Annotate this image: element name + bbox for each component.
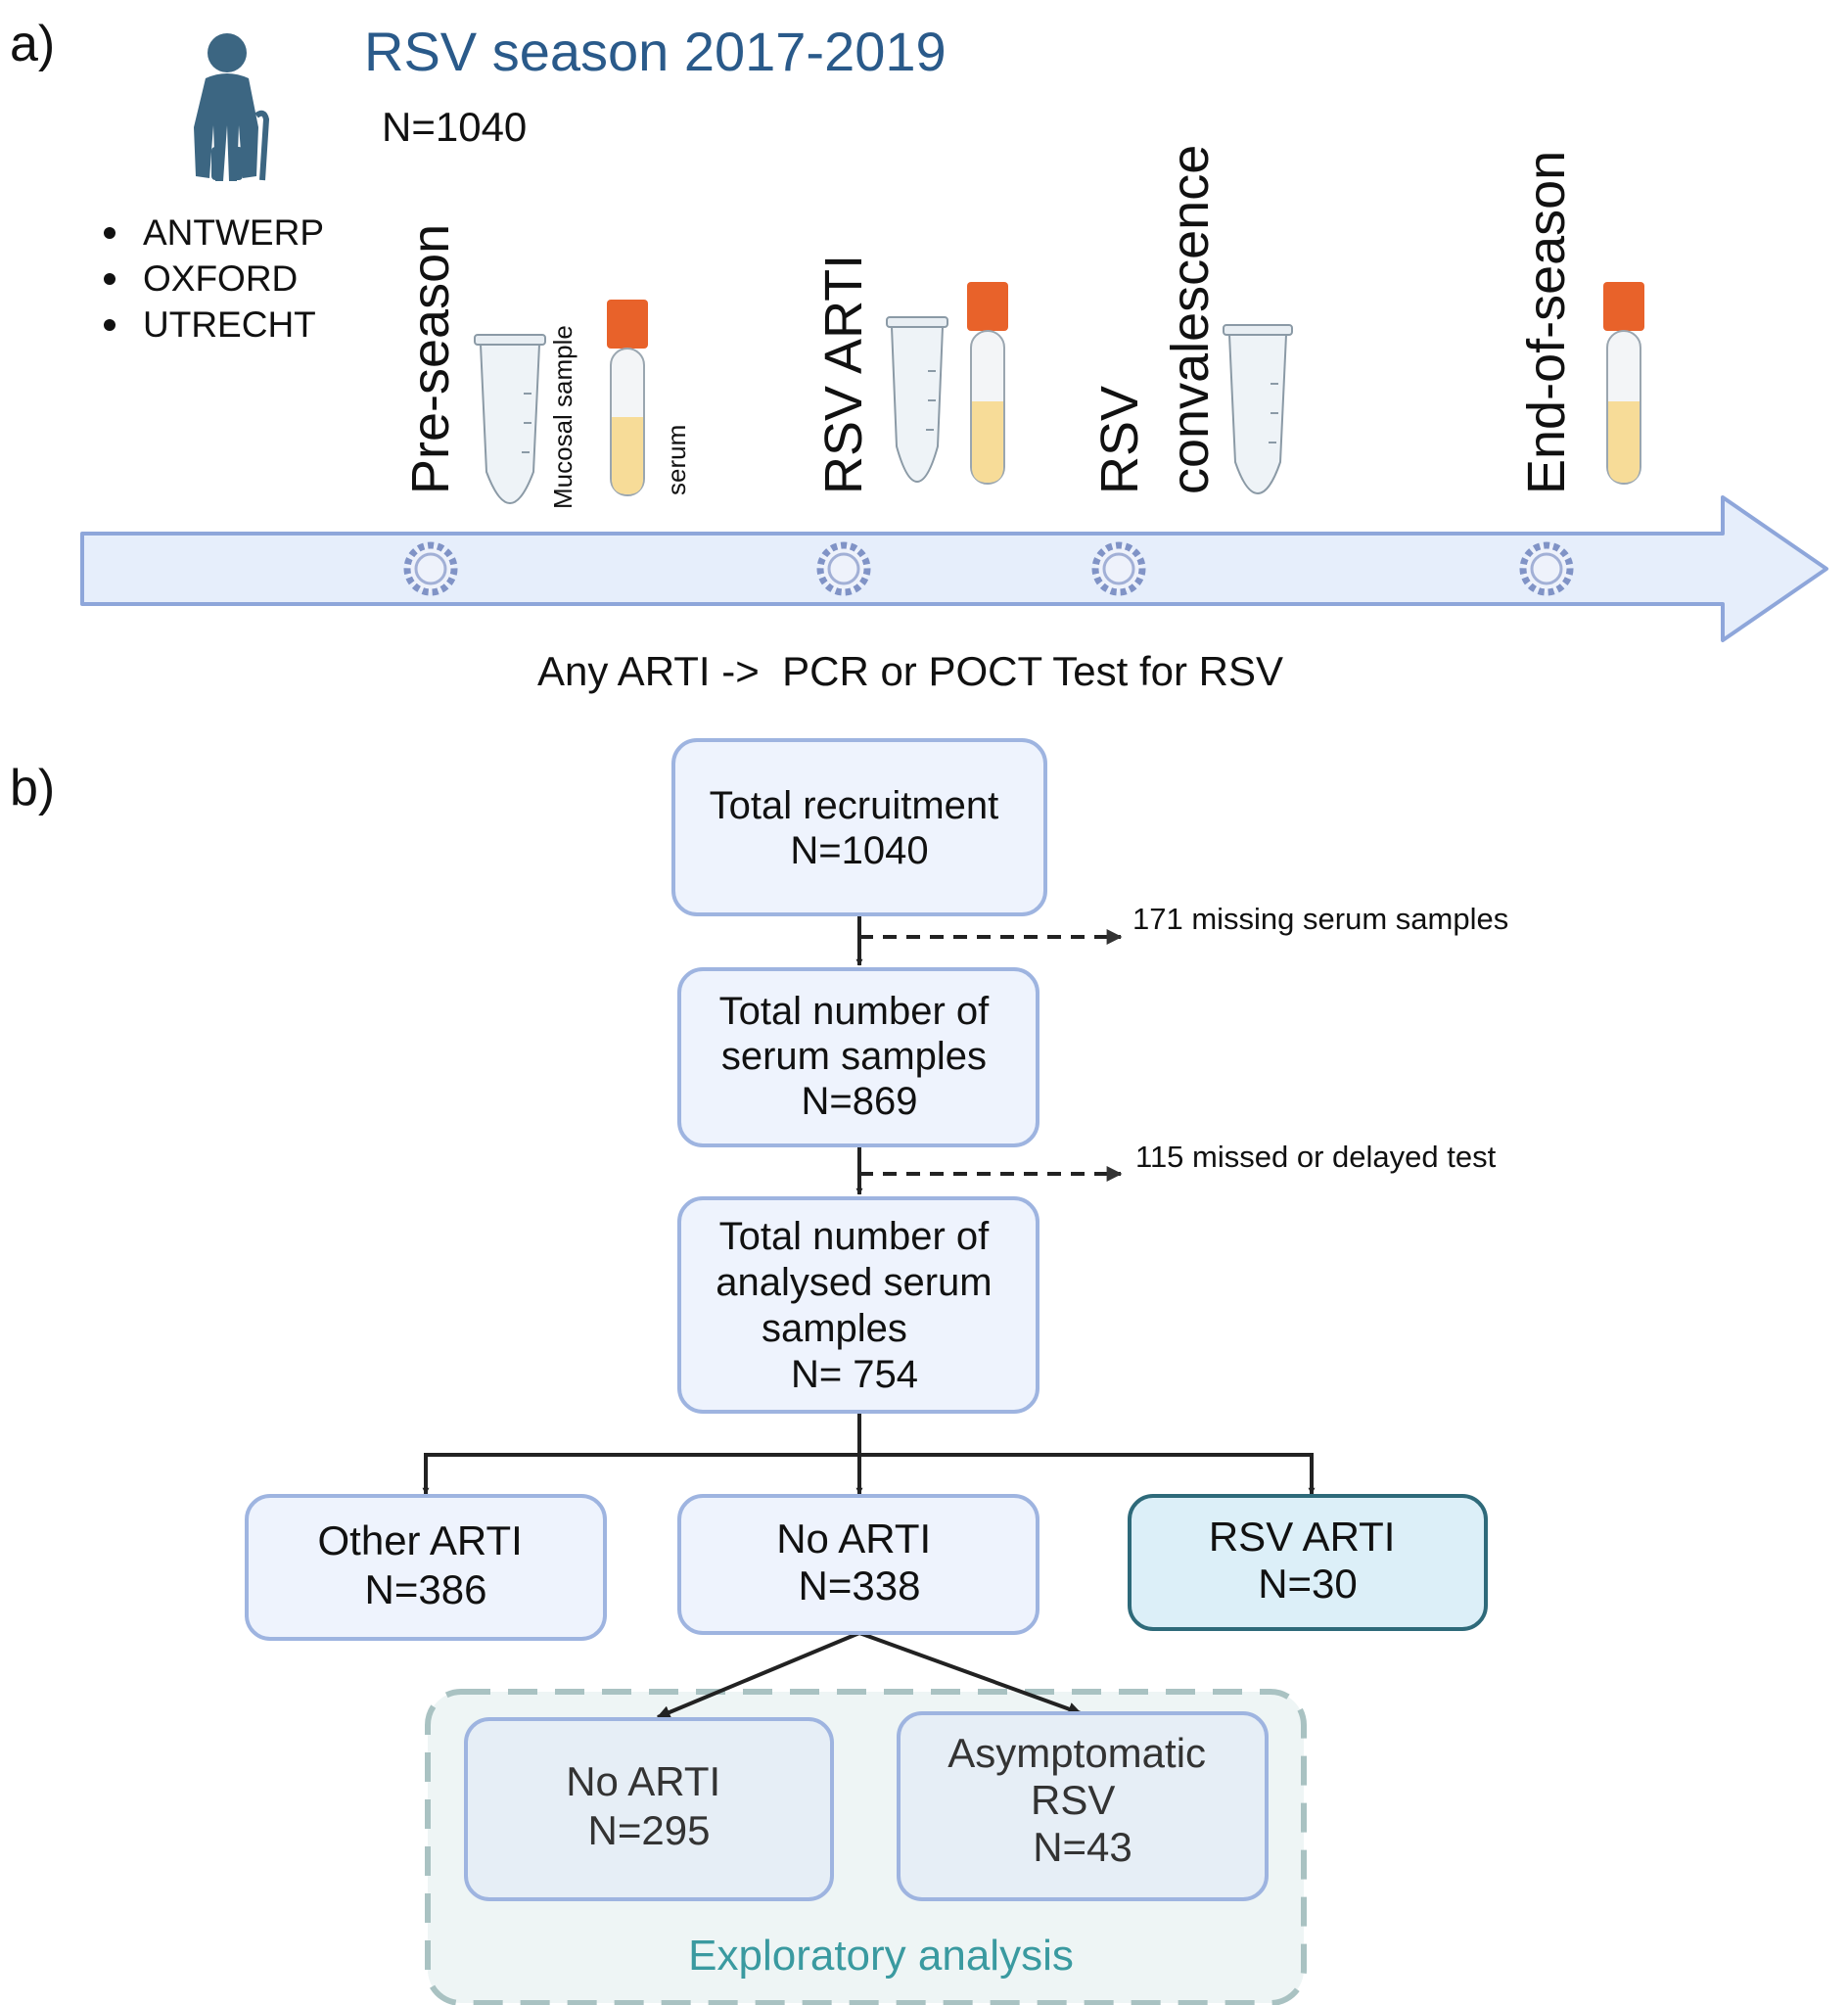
stage-convalescence: convalescence <box>1161 145 1220 494</box>
box-serum-samples: Total number of serum samples N=869 <box>677 967 1040 1147</box>
timeline-arrow <box>80 495 1828 642</box>
svg-text:Other ARTI N=386: Other ARTI N=386 <box>318 1517 534 1612</box>
box-line: No ARTI <box>776 1515 931 1562</box>
timeline-caption: Any ARTI -> PCR or POCT Test for RSV <box>537 648 1283 694</box>
box-line: No ARTI <box>566 1758 720 1804</box>
serum-tube-icon <box>1603 282 1644 485</box>
panel-a-label: a) <box>10 16 55 72</box>
virus-icon <box>1519 541 1574 596</box>
box-line: N=338 <box>799 1562 921 1609</box>
box-line: N= 754 <box>791 1353 918 1396</box>
box-total-recruitment: Total recruitment N=1040 <box>671 738 1047 916</box>
serum-tube-icon <box>967 282 1008 485</box>
season-title: RSV season 2017-2019 <box>364 21 947 82</box>
box-analysed-samples: Total number of analysed serum samples N… <box>677 1196 1040 1414</box>
site-item: ANTWERP <box>143 212 324 253</box>
box-line: Asymptomatic <box>947 1730 1206 1776</box>
mucosal-tube-icon <box>474 334 546 505</box>
box-line: Total number of <box>719 1215 991 1258</box>
serum-label: serum <box>662 425 691 495</box>
mucosal-tube-icon <box>1223 324 1293 495</box>
box-line: Other ARTI <box>318 1517 523 1563</box>
svg-text:Total number of analysed: Total number of analysed serum samples N… <box>716 1215 1003 1396</box>
box-line: RSV ARTI <box>1209 1514 1396 1560</box>
virus-icon <box>816 541 871 596</box>
box-line: analysed serum <box>716 1261 992 1304</box>
box-other-arti: Other ARTI N=386 <box>245 1494 607 1641</box>
mucosal-tube-icon <box>886 316 948 484</box>
box-line: Total recruitment <box>710 784 999 827</box>
svg-text:Total number of serum sa: Total number of serum samples N=869 <box>719 990 1000 1123</box>
stage-rsv-arti: RSV ARTI <box>814 255 873 494</box>
box-no-arti: No ARTI N=338 <box>677 1494 1040 1635</box>
stage-pre-season: Pre-season <box>401 224 460 494</box>
virus-icon <box>1091 541 1146 596</box>
svg-text:Asymptomatic RSV N: Asymptomatic RSV N=43 <box>947 1730 1217 1870</box>
exploratory-label: Exploratory analysis <box>688 1932 1074 1980</box>
box-line: N=43 <box>1033 1824 1132 1870</box>
svg-text:RSV ARTI N=30: RSV ARTI N=30 <box>1209 1514 1407 1607</box>
box-line: N=1040 <box>790 829 928 872</box>
mucosal-sample-label: Mucosal sample <box>548 325 578 509</box>
stage-rsv: RSV <box>1090 386 1149 494</box>
box-no-arti-subgroup: No ARTI N=295 <box>464 1717 834 1901</box>
site-item: OXFORD <box>143 258 298 299</box>
stage-end-of-season: End-of-season <box>1517 151 1576 494</box>
elderly-person-icon <box>194 33 270 181</box>
site-item: UTRECHT <box>143 304 316 345</box>
box-line: serum samples <box>721 1035 987 1078</box>
svg-text:No ARTI N=295: No ARTI N=295 <box>566 1758 732 1853</box>
box-line: samples <box>762 1307 907 1350</box>
box-line: N=295 <box>588 1807 711 1853</box>
box-line: N=869 <box>802 1080 918 1123</box>
exclusion-missed-test: 115 missed or delayed test <box>1135 1140 1497 1174</box>
exclusion-missing-serum: 171 missing serum samples <box>1132 902 1508 936</box>
virus-icon <box>403 541 458 596</box>
flow-connectors <box>422 914 1316 1719</box>
box-line: RSV <box>1031 1777 1115 1823</box>
box-line: N=30 <box>1258 1561 1358 1607</box>
svg-text:No ARTI N=338: No ARTI N=338 <box>776 1515 943 1609</box>
box-asymptomatic-rsv: Asymptomatic RSV N=43 <box>897 1711 1269 1901</box>
box-line: N=386 <box>365 1566 487 1612</box>
site-list: ANTWERP OXFORD UTRECHT <box>104 212 324 345</box>
panel-b-label: b) <box>10 760 55 816</box>
box-line: Total number of <box>719 990 991 1033</box>
serum-tube-icon <box>607 300 648 496</box>
box-rsv-arti: RSV ARTI N=30 <box>1128 1494 1488 1631</box>
svg-text:Total recruitment N=1040: Total recruitment N=1040 <box>710 784 1010 872</box>
season-count: N=1040 <box>382 104 527 150</box>
